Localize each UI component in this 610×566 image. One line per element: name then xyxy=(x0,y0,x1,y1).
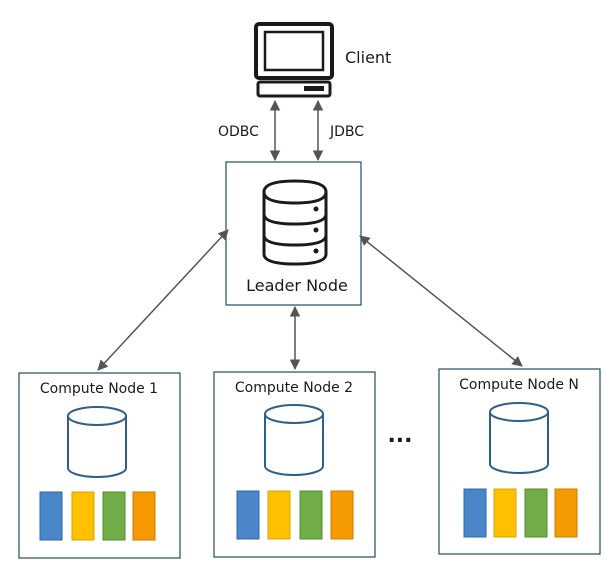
data-slices xyxy=(463,488,578,538)
data-slices xyxy=(236,490,354,540)
compute-node-1: Compute Node 1 xyxy=(18,372,181,559)
compute-node-label: Compute Node 2 xyxy=(235,380,353,396)
leader-compute1-arrow xyxy=(97,229,229,371)
storage-cylinder-icon xyxy=(67,406,127,478)
storage-cylinder-icon xyxy=(489,402,549,474)
client-label: Client xyxy=(345,48,391,67)
more-nodes-ellipsis: ... xyxy=(387,423,412,448)
database-server-icon xyxy=(262,179,328,266)
compute-node-label: Compute Node N xyxy=(459,377,579,393)
compute-node-label: Compute Node 1 xyxy=(40,381,158,397)
leader-computeN-arrow xyxy=(359,235,523,367)
client-computer-icon xyxy=(254,22,334,98)
leader-node: Leader Node xyxy=(225,161,362,306)
jdbc-label: JDBC xyxy=(329,124,364,140)
odbc-label: ODBC xyxy=(218,124,259,140)
leader-node-label: Leader Node xyxy=(246,276,348,295)
storage-cylinder-icon xyxy=(264,404,324,476)
data-slices xyxy=(39,491,156,541)
compute-node-2: Compute Node 2 xyxy=(213,371,376,558)
compute-node-n: Compute Node N xyxy=(438,368,601,555)
